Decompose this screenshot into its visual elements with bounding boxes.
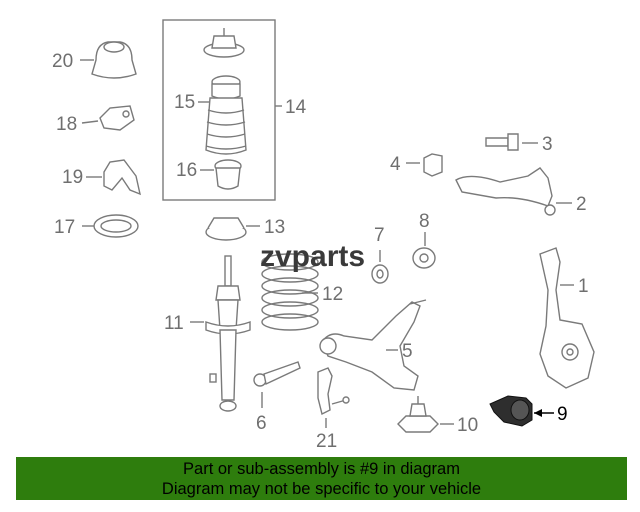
banner-line-1: Part or sub-assembly is #9 in diagram (183, 460, 460, 478)
label-1[interactable]: 1 (578, 276, 589, 297)
label-5[interactable]: 5 (402, 341, 413, 362)
label-14[interactable]: 14 (285, 97, 307, 118)
parts-diagram: 20 18 19 17 15 16 14 (52, 19, 595, 452)
part-18-icon[interactable] (99, 105, 135, 131)
part-17-icon[interactable] (93, 214, 139, 238)
label-13[interactable]: 13 (264, 217, 285, 238)
watermark-logo: zvparts (260, 240, 365, 273)
part-7-icon[interactable] (371, 264, 389, 284)
label-19[interactable]: 19 (62, 167, 83, 188)
part-19-icon[interactable] (103, 159, 141, 196)
part-2-icon[interactable] (455, 167, 556, 216)
label-4[interactable]: 4 (390, 154, 401, 175)
part-12-icon[interactable] (261, 253, 319, 331)
label-7[interactable]: 7 (374, 225, 385, 246)
assembly-box-14 (162, 19, 276, 201)
label-20[interactable]: 20 (52, 51, 73, 72)
part-5-icon[interactable] (319, 299, 427, 391)
part-1-icon[interactable] (539, 247, 595, 389)
part-6-icon[interactable] (253, 361, 301, 387)
label-8[interactable]: 8 (419, 211, 430, 232)
part-15-icon[interactable] (205, 75, 247, 155)
label-18[interactable]: 18 (56, 114, 77, 135)
part-11-icon[interactable] (205, 255, 251, 412)
part-16-icon[interactable] (214, 159, 242, 190)
part-8-icon[interactable] (412, 247, 436, 269)
label-9[interactable]: 9 (557, 404, 568, 425)
label-17[interactable]: 17 (54, 217, 75, 238)
info-banner: Part or sub-assembly is #9 in diagram Di… (16, 457, 627, 500)
label-15[interactable]: 15 (174, 92, 195, 113)
part-9-icon[interactable] (489, 395, 533, 427)
part-4-icon[interactable] (423, 153, 443, 177)
part-21-icon[interactable] (317, 367, 350, 416)
label-21[interactable]: 21 (316, 431, 337, 452)
label-12[interactable]: 12 (322, 284, 343, 305)
part-20-icon[interactable] (91, 41, 137, 79)
label-16[interactable]: 16 (176, 160, 197, 181)
part-10-icon[interactable] (397, 396, 439, 433)
label-11[interactable]: 11 (164, 313, 184, 334)
label-10[interactable]: 10 (457, 415, 478, 436)
part-3-icon[interactable] (485, 133, 519, 151)
label-2[interactable]: 2 (576, 194, 587, 215)
banner-line-2: Diagram may not be specific to your vehi… (161, 480, 482, 498)
strut-mount-icon (203, 28, 245, 58)
label-3[interactable]: 3 (542, 134, 553, 155)
label-6[interactable]: 6 (256, 413, 267, 434)
part-13-icon[interactable] (205, 217, 247, 241)
